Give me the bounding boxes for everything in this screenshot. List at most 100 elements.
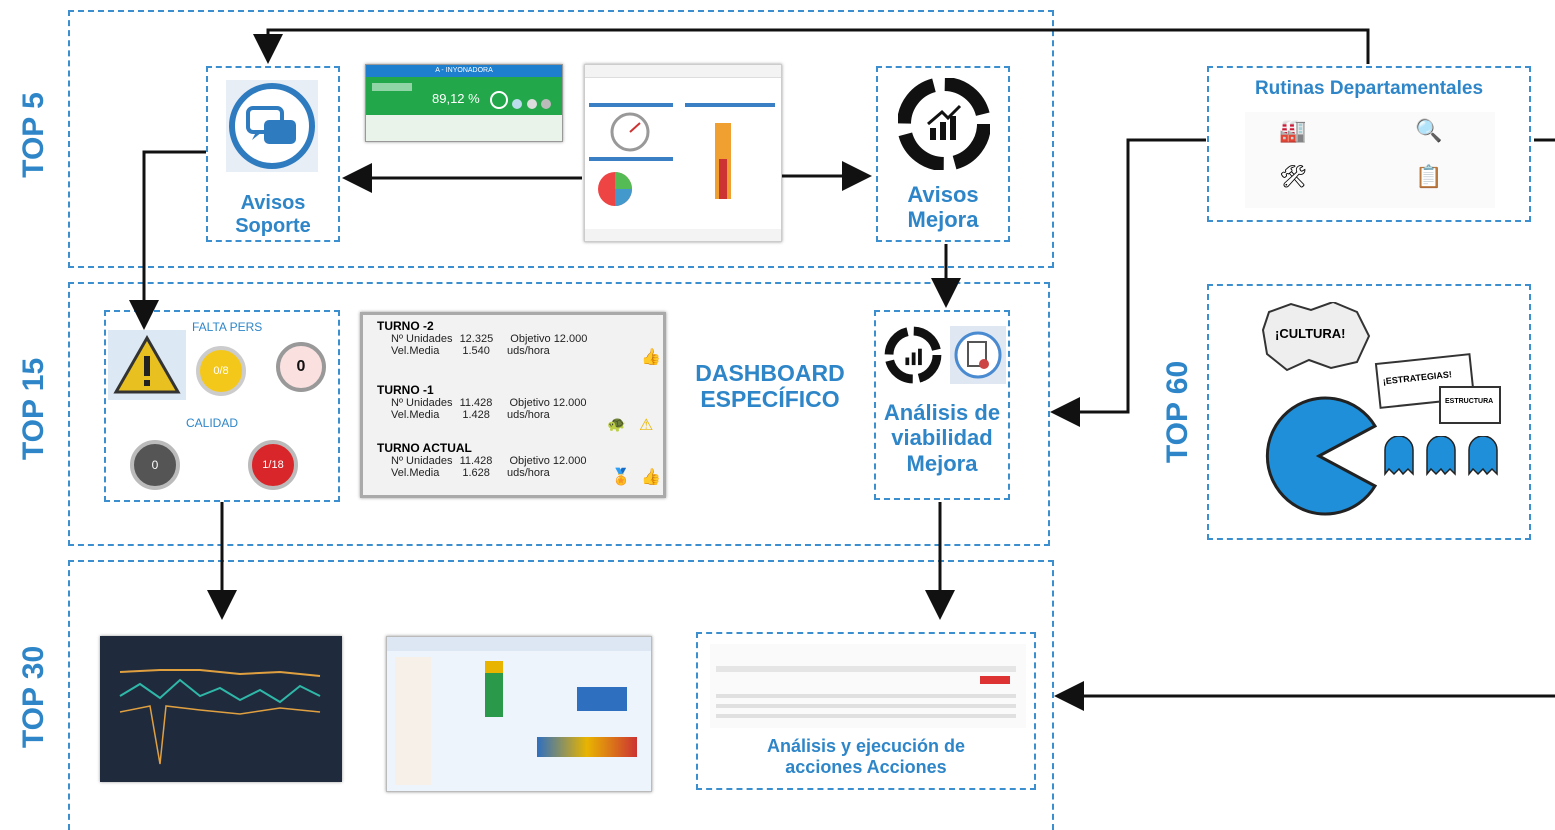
oee-value: 89,12 % (432, 91, 480, 106)
turno-2-vel: 1.540 (462, 345, 490, 357)
document-review-icon (950, 326, 1006, 384)
thumb-stacked-bars (537, 737, 637, 757)
oee-details (366, 115, 562, 141)
medal-icon: 🏅 (611, 469, 631, 486)
gauge-icon (610, 112, 650, 152)
dashboard-line1: DASHBOARD (695, 360, 845, 386)
turno-actual-vel: 1.628 (462, 467, 490, 479)
avisos-mejora-line2: Mejora (907, 207, 979, 233)
warning-small-icon: ⚠ (639, 417, 654, 434)
rutinas-grid: 🏭 🔍 🛠 📋 (1245, 112, 1495, 208)
yellow-indicator: 0/8 (196, 346, 246, 396)
turno-1-unidades-label: Nº Unidades (391, 397, 453, 409)
trend-chart-thumb[interactable] (100, 636, 342, 782)
tier-label-top30: TOP 30 (17, 645, 50, 749)
turnos-panel[interactable]: TURNO -2 Nº Unidades 12.325 Objetivo 12.… (360, 312, 666, 498)
avisos-mejora-line1: Avisos (907, 182, 979, 207)
turno-2-unit: uds/hora (506, 345, 550, 357)
central-dashboard-thumb[interactable] (584, 64, 782, 242)
pacman-icon (1265, 396, 1378, 516)
actions-table-thumb (710, 644, 1026, 728)
turno-1-unit: uds/hora (506, 409, 550, 421)
turno-1-unidades: 11.428 (459, 397, 493, 409)
cultura-burst: ¡CULTURA! (1261, 300, 1371, 372)
tier-label-top60: TOP 60 (1161, 360, 1194, 464)
pink-indicator: 0 (276, 342, 326, 392)
factory-icon: 🏭 (1279, 118, 1307, 143)
turno-actual-unidades: 11.428 (459, 455, 493, 467)
thumb-yellow-bar (485, 661, 503, 673)
estructura-text: ESTRUCTURA (1445, 398, 1494, 405)
chat-bubbles-icon (226, 80, 318, 172)
turtle-icon: 🐢 (607, 416, 626, 433)
turno-1-vel-label: Vel.Media (391, 409, 440, 421)
turno-1-block: TURNO -1 Nº Unidades 11.428 Objetivo 12.… (377, 383, 587, 421)
thumbs-up-icon-2: 👍 (641, 469, 661, 486)
analisis-ejec-line1: Análisis y ejecución de (766, 736, 966, 756)
thumbs-up-icon: 👍 (641, 349, 661, 366)
magnifier-icon: 🔍 (1415, 118, 1443, 143)
turno-2-vel-label: Vel.Media (391, 345, 440, 357)
thumb-header (387, 637, 651, 651)
bar-red (719, 159, 727, 199)
turno-actual-block: TURNO ACTUAL Nº Unidades 11.428 Objetivo… (377, 441, 587, 479)
rutinas-box[interactable]: Rutinas Departamentales 🏭 🔍 🛠 📋 (1207, 66, 1531, 222)
turno-2-unidades-label: Nº Unidades (391, 333, 453, 345)
analisis-viab-line1: Análisis de (883, 400, 1001, 425)
cultura-text: ¡CULTURA! (1275, 326, 1346, 341)
trend-lines (119, 669, 321, 765)
analisis-viab-line3: Mejora (906, 450, 978, 476)
falta-pers-label: FALTA PERS (192, 320, 263, 334)
pie-icon (598, 172, 632, 206)
oee-header: A - INYONADORA (366, 65, 562, 77)
thumb-footer (585, 229, 781, 241)
warning-icon (108, 330, 186, 400)
red-indicator: 1/18 (248, 440, 298, 490)
oee-label-bar (372, 83, 412, 91)
turno-actual-vel-label: Vel.Media (391, 467, 440, 479)
tools-icon: 🛠 (1279, 164, 1307, 189)
alerts-panel[interactable]: FALTA PERS 0/8 0 CALIDAD 0 1/18 (104, 310, 340, 502)
top60-frame: ¡CULTURA! ¡ESTRATEGIAS! ESTRUCTURA (1207, 284, 1531, 540)
turno-actual-objetivo: Objetivo 12.000 (509, 455, 587, 467)
turno-2-block: TURNO -2 Nº Unidades 12.325 Objetivo 12.… (377, 319, 587, 357)
avisos-soporte-line1: Avisos (240, 192, 306, 214)
dashboard-line2: ESPECÍFICO (700, 386, 840, 413)
top5-frame (68, 10, 1054, 268)
tier-label-top15: TOP 15 (17, 357, 50, 461)
dashboard-especifico-label: DASHBOARD ESPECÍFICO (680, 360, 860, 413)
thumb-bar-2 (685, 103, 775, 107)
thumb-green-bar (485, 673, 503, 717)
oee-status-dots (490, 91, 552, 114)
thumb-sidebar (395, 657, 431, 785)
thumb-bar-1 (589, 103, 673, 107)
calidad-label: CALIDAD (186, 416, 239, 430)
turno-actual-title: TURNO ACTUAL (377, 441, 472, 455)
turno-actual-unit: uds/hora (506, 467, 550, 479)
analisis-ejec-line2: acciones Acciones (785, 756, 947, 777)
turno-1-title: TURNO -1 (377, 383, 434, 397)
turno-1-vel: 1.428 (462, 409, 490, 421)
analisis-ejecucion-box[interactable]: Análisis y ejecución de acciones Accione… (696, 632, 1036, 790)
turno-actual-unidades-label: Nº Unidades (391, 455, 453, 467)
turno-1-objetivo: Objetivo 12.000 (509, 397, 587, 409)
kpi-dashboard-thumb[interactable] (386, 636, 652, 792)
top30-frame (68, 560, 1054, 830)
avisos-soporte-line2: Soporte (235, 215, 311, 237)
improvement-cycle-icon (898, 78, 990, 170)
avisos-soporte-box[interactable]: Avisos Soporte (206, 66, 340, 242)
analisis-viabilidad-box[interactable]: Análisis de viabilidad Mejora (874, 310, 1010, 500)
oee-widget[interactable]: A - INYONADORA 89,12 % (365, 64, 563, 142)
ghost-icons (1381, 435, 1501, 481)
checklist-icon: 📋 (1415, 164, 1443, 189)
turno-2-title: TURNO -2 (377, 319, 434, 333)
turno-2-unidades: 12.325 (459, 333, 494, 345)
top15-frame (68, 282, 1050, 546)
thumb-toolbar (585, 65, 781, 78)
turno-2-objetivo: Objetivo 12.000 (510, 333, 588, 345)
avisos-mejora-box[interactable]: Avisos Mejora (876, 66, 1010, 242)
cycle-small-icon (884, 326, 942, 384)
gray-indicator: 0 (130, 440, 180, 490)
rutinas-title: Rutinas Departamentales (1254, 78, 1484, 99)
analisis-viab-line2: viabilidad (891, 425, 993, 451)
